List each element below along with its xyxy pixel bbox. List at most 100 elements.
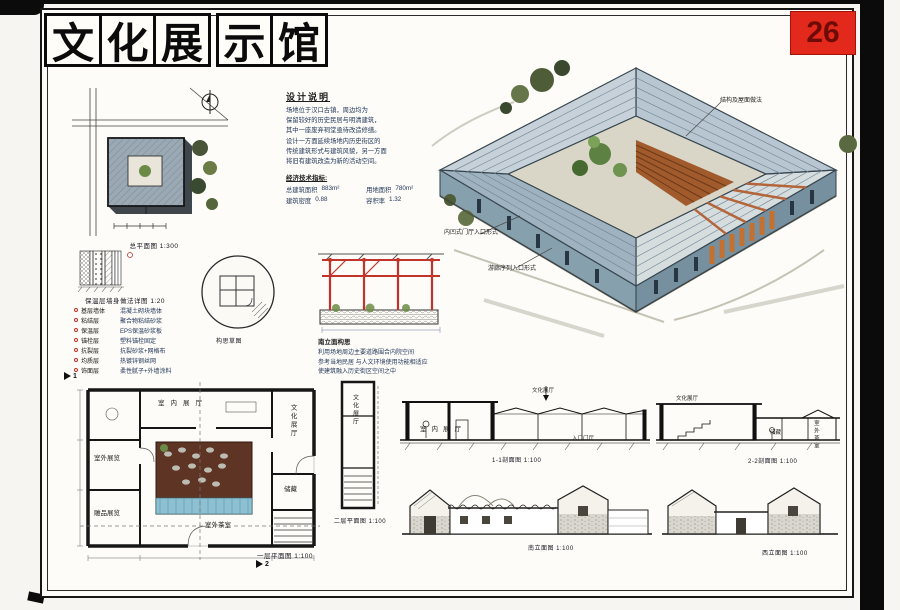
layer-desc: 混凝土砌块墙体 — [120, 308, 163, 315]
indicator-label: 用地面积 — [366, 187, 392, 195]
indicator-label: 总建筑面积 — [286, 187, 318, 195]
title-char: 文 — [44, 13, 102, 68]
elevation-2-drawing — [662, 487, 838, 535]
plan1-section-lines — [80, 382, 320, 560]
layer-name: 粘结层 — [81, 318, 100, 325]
section-cut-number: 2 — [265, 560, 269, 568]
design-note-line: 其中一座废弃祠堂亟待改造修缮。 — [286, 127, 381, 135]
elev1-right-block — [607, 509, 649, 535]
floor-plan-1 — [77, 382, 320, 561]
wall-detail-marker — [127, 252, 133, 258]
plan1-courtyard — [155, 441, 253, 515]
wall-layer-row: 均质层热镀锌钢丝网 — [74, 355, 172, 365]
layer-marker-icon — [74, 308, 78, 312]
design-note-line: 场地位于汉口古镇，周边均为 — [286, 107, 368, 114]
axon-annotation-corridor: 游廊序列入口形式 — [488, 266, 537, 272]
layer-name: 锚栓层 — [81, 338, 100, 345]
plan1-room-sculpture: 雕品展览 — [94, 510, 120, 517]
axon-annotation-leaders — [479, 101, 722, 269]
layer-desc: 塑料锚栓固定 — [120, 338, 157, 345]
plan1-dimensions — [77, 389, 315, 561]
pavilion-note-line: 利用场地周边主要道路围合内院空间 — [318, 350, 415, 356]
site-scale-bar — [113, 223, 167, 229]
pavilion-note-line: 使建筑融入历史街区空间之中 — [318, 369, 397, 376]
plan1-doors — [139, 447, 315, 547]
section-1-drawing — [400, 386, 650, 451]
plan1-room-outdoor-exhibit: 室外展览 — [94, 455, 120, 462]
axon-base-shadow — [439, 195, 637, 313]
scan-edge-corner — [0, 0, 44, 15]
pavilion-note-line: 参考当地民居 与人文环境使用功能相适应 — [318, 359, 428, 366]
sec1-right-volume — [493, 407, 647, 441]
elev2-left-gable — [667, 489, 717, 535]
indicator-label: 容积率 — [366, 198, 386, 206]
sec2-label-storage: 储藏 — [770, 430, 782, 436]
section-2-drawing — [656, 403, 840, 451]
layer-marker-icon — [74, 328, 78, 332]
layer-desc: EPS保温砂浆板 — [120, 328, 163, 335]
concept-hatch — [251, 301, 269, 319]
site-plan-drawing — [72, 87, 229, 236]
title-char: 示 — [215, 13, 274, 68]
floor-plan-2 — [340, 380, 379, 510]
concept-plan — [219, 275, 255, 307]
sec1-label-culture: 文化展厅 — [532, 388, 555, 394]
title-group-1: 文 化 展 — [44, 13, 211, 68]
wall-detail-caption: 保温层墙身做法详图 1:20 — [85, 298, 165, 305]
indicator-label: 建筑密度 — [286, 198, 312, 206]
layer-name: 饰面层 — [81, 368, 100, 375]
plan2-outline — [340, 380, 376, 510]
sec1-label-arrow — [543, 386, 549, 401]
pavilion-heading: 南立面构思 — [318, 339, 351, 346]
sec2-label-tea: 室外茶室 — [812, 420, 819, 450]
sec1-label-hall: 室内展厅 — [420, 426, 466, 433]
axon-louvers — [709, 211, 775, 264]
title-char: 馆 — [270, 13, 328, 68]
north-arrow-icon — [201, 90, 219, 114]
layer-name: 基层墙体 — [81, 308, 106, 315]
layer-marker-icon — [74, 348, 78, 352]
sec1-ground-hatch — [404, 442, 635, 451]
sheet-inner-border — [47, 15, 847, 591]
pavilion-sketch — [318, 253, 444, 333]
wall-layer-row: 锚栓层 塑料锚栓固定 — [74, 335, 172, 345]
section-cut-mark-2: 2 — [256, 560, 269, 568]
axon-pergola-ribs — [693, 182, 807, 235]
elev1-tree-line — [457, 495, 515, 509]
page-number-badge: 26 — [790, 11, 856, 55]
design-note-line: 设计一方面延续场地内历史街区的 — [286, 137, 381, 145]
section1-caption: 1-1剖面图 1:100 — [492, 458, 542, 464]
sec2-right-volume — [755, 409, 840, 441]
pavilion-notes: 利用场地周边主要道路围合内院空间 参考当地民居 与人文环境使用功能相适应 使建筑… — [318, 349, 452, 378]
indicator-value: 780m² — [395, 185, 414, 193]
section2-caption: 2-2剖面图 1:100 — [748, 459, 798, 465]
axon-courtyard — [506, 115, 768, 239]
design-notes-heading: 设计说明 — [286, 92, 331, 102]
axon-roof-purlins — [453, 77, 823, 277]
concept-sketch — [201, 255, 275, 329]
wall-detail-drawing — [77, 250, 133, 293]
scan-edge-top — [0, 0, 860, 4]
axonometric-drawing — [431, 60, 857, 338]
layer-marker-icon — [74, 338, 78, 342]
layer-name: 抗裂层 — [81, 348, 100, 355]
design-notes: 设计说明 场地位于汉口古镇，周边均为 保留较好的历史民居与明清建筑， 其中一座废… — [286, 90, 428, 205]
section-cut-number: 1 — [73, 372, 77, 380]
axon-annotation-roof: 结构及屋面做法 — [720, 98, 763, 104]
plan1-caption: 一层平面图 1:100 — [256, 553, 314, 560]
site-building — [107, 137, 192, 214]
indicators-heading: 经济技术指标: — [286, 175, 328, 183]
design-note-line: 传统建筑形式与建筑风貌，另一方面 — [286, 147, 387, 155]
plan1-room-storage: 储藏 — [284, 486, 297, 493]
section-cut-mark-1: 1 — [64, 372, 77, 380]
pavilion-dimension — [321, 327, 441, 333]
sec1-left-volume — [402, 401, 498, 441]
plan1-stairs — [274, 517, 312, 543]
design-note-line: 保留较好的历史民居与明清建筑， — [286, 117, 381, 125]
axon-annotation-entrance: 内凹式门厅入口形式 — [444, 230, 499, 236]
wall-layer-row: 粘结层聚合物粘结砂浆 — [74, 315, 172, 325]
